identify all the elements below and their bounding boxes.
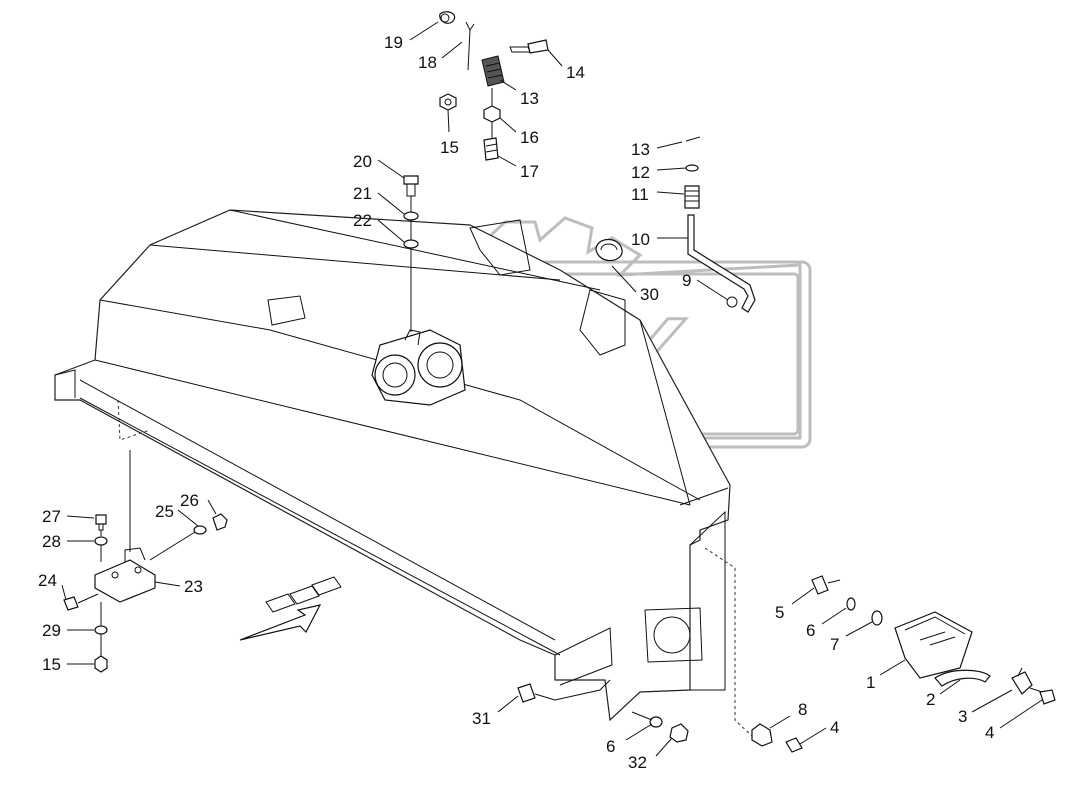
part-label-9: 9: [682, 271, 691, 290]
part-label-4-bottom: 4: [830, 718, 839, 737]
part-label-11: 11: [631, 185, 649, 204]
left-bracket-group: [63, 450, 228, 673]
part-label-30: 30: [640, 285, 659, 304]
part-label-12: 12: [631, 163, 650, 182]
part-label-3: 3: [958, 707, 967, 726]
part-label-8: 8: [798, 700, 807, 719]
part-label-28: 28: [42, 532, 61, 551]
top-parts-group: [439, 11, 549, 161]
toolbox-group: [811, 575, 1056, 705]
part-label-27: 27: [42, 507, 61, 526]
part-label-15: 15: [440, 138, 459, 157]
part-label-1: 1: [866, 673, 875, 692]
bottom-small-parts: [517, 547, 803, 753]
part-label-5: 5: [775, 603, 784, 622]
part-label-22: 22: [353, 211, 372, 230]
leader-lines: [61, 21, 1043, 757]
part-label-14: 14: [566, 63, 585, 82]
part-label-7: 7: [830, 635, 839, 654]
part-label-26: 26: [180, 491, 199, 510]
part-label-32: 32: [628, 753, 647, 772]
part-label-31: 31: [472, 709, 491, 728]
part-label-17: 17: [520, 162, 539, 181]
part-label-15-bracket: 15: [42, 655, 61, 674]
travel-direction-arrow: [239, 576, 342, 641]
lever-assembly: [595, 136, 756, 313]
part-label-6-bottom: 6: [606, 737, 615, 756]
part-label-13: 13: [520, 89, 539, 108]
part-number-labels: 19 18 14 13 15 16 17 20 21 22 13 12 11 1…: [38, 33, 994, 772]
part-label-19: 19: [384, 33, 403, 52]
part-label-6: 6: [806, 621, 815, 640]
part-label-24: 24: [38, 571, 57, 590]
part-label-10: 10: [631, 230, 650, 249]
part-label-20: 20: [353, 152, 372, 171]
part-label-29: 29: [42, 621, 61, 640]
part-label-18: 18: [418, 53, 437, 72]
part-label-16: 16: [520, 128, 539, 147]
gearbox: [371, 329, 466, 406]
part-label-13-lever: 13: [631, 140, 650, 159]
part-label-4: 4: [985, 723, 994, 742]
bolt-washer-stack-20-22: [403, 175, 419, 332]
part-label-23: 23: [184, 577, 203, 596]
part-label-25: 25: [155, 502, 174, 521]
part-label-21: 21: [353, 184, 372, 203]
part-label-2: 2: [926, 690, 935, 709]
drum-housing: [54, 209, 731, 722]
